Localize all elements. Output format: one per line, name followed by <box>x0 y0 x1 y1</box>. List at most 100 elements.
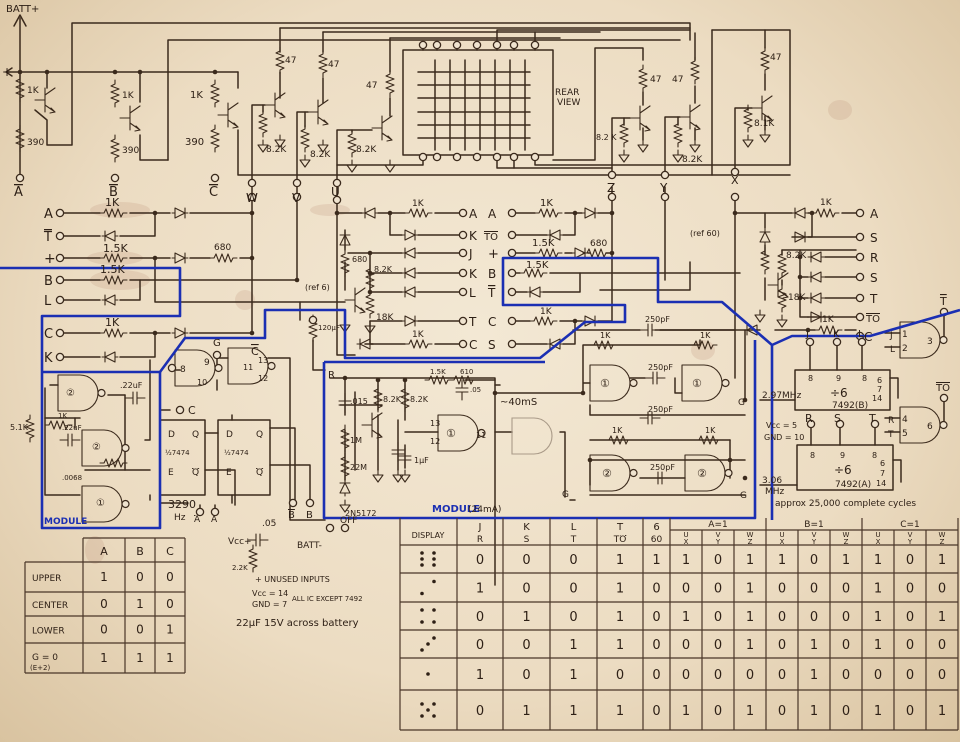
label: A <box>870 207 879 221</box>
label: Y <box>659 181 668 195</box>
wire <box>119 212 156 237</box>
resistor-1k <box>210 79 220 108</box>
label: 8 <box>862 374 867 383</box>
nand-gate <box>681 364 730 402</box>
table-cell: 1 <box>476 582 484 597</box>
label: ② <box>697 467 707 480</box>
label: 7 <box>877 385 882 394</box>
transistor <box>371 115 393 142</box>
wire <box>389 212 403 236</box>
wire <box>269 464 311 501</box>
resistor-8-2k <box>373 384 383 413</box>
faded-gate <box>511 417 553 455</box>
resistor-610 <box>449 375 478 385</box>
junction-dot <box>572 318 578 324</box>
label: S <box>870 231 878 245</box>
subcolumn-bottom: X <box>876 538 881 546</box>
diode <box>401 267 419 279</box>
display-pip <box>420 563 424 567</box>
table-cell: 0 <box>906 704 914 719</box>
resistor-8-2k <box>619 119 629 148</box>
components <box>15 40 949 573</box>
diode <box>101 351 119 363</box>
table-cell: 1 <box>746 610 754 625</box>
terminal <box>855 293 865 303</box>
table-cell: 1 <box>746 582 754 597</box>
table-cell: 0 <box>906 553 914 568</box>
label: Vcc = 5 <box>766 421 797 430</box>
wire <box>496 29 691 46</box>
label: REAR <box>555 88 579 98</box>
label: R <box>805 412 813 425</box>
wire <box>664 116 681 176</box>
display-pip <box>432 714 436 718</box>
table-cell: 1 <box>166 651 174 665</box>
wire <box>5 67 13 77</box>
label: 3.06 <box>762 476 782 486</box>
transistor <box>217 102 239 129</box>
table-cell: 1 <box>874 553 882 568</box>
table-cell: 1 <box>746 638 754 653</box>
label: 47 <box>366 81 377 91</box>
table-cell: 1 <box>778 553 786 568</box>
label: 13 <box>258 356 268 365</box>
resistor-18k <box>365 290 375 319</box>
stain <box>310 204 350 216</box>
diode <box>171 252 189 264</box>
label: T <box>868 412 876 425</box>
terminal <box>418 152 428 162</box>
table-cell: 1 <box>874 582 882 597</box>
terminal <box>730 192 740 202</box>
table-cell: 0 <box>136 623 144 637</box>
label: L <box>469 286 476 300</box>
terminal <box>210 173 220 183</box>
table-cell: 1 <box>746 704 754 719</box>
label: 8.2 K <box>596 133 617 142</box>
label: VIEW <box>557 98 580 108</box>
terminal <box>167 363 177 373</box>
label: S <box>834 412 841 425</box>
transistor <box>629 105 651 132</box>
wire <box>269 427 296 501</box>
label: 5 <box>902 429 908 439</box>
resistor-1k <box>604 435 633 445</box>
label: 8.2K <box>410 395 429 404</box>
label: 6 <box>927 422 933 432</box>
label: 47 <box>770 53 781 63</box>
ground-icon <box>742 134 754 148</box>
junction-dot <box>580 390 586 396</box>
label: U <box>331 185 340 199</box>
resistor-390 <box>210 124 220 153</box>
resistor-1-5k <box>424 375 453 385</box>
diode <box>339 479 351 497</box>
label: C <box>188 404 196 417</box>
wire <box>154 257 346 303</box>
display-pip <box>420 702 424 706</box>
wire <box>336 156 424 166</box>
label: V <box>292 191 301 205</box>
resistor-47 <box>638 64 648 93</box>
display-pip <box>420 648 424 652</box>
wire <box>889 377 899 399</box>
resistor-8-2k <box>347 129 357 158</box>
label: E <box>168 468 174 478</box>
label: 1K <box>540 198 553 209</box>
diode <box>759 228 771 246</box>
label: 47 <box>285 56 296 66</box>
column-header-top: T <box>616 522 624 533</box>
column-header-top: 6 <box>653 522 659 533</box>
terminal <box>458 208 468 218</box>
table-cell: 1 <box>569 704 577 719</box>
wire <box>892 459 902 483</box>
table-cell: 0 <box>842 610 850 625</box>
label: Q <box>192 468 199 478</box>
diode <box>581 207 599 219</box>
label: 3 <box>927 337 933 347</box>
table-cell: 1 <box>810 668 818 683</box>
terminal <box>507 248 517 258</box>
label: 22µF 15V across battery <box>236 618 359 629</box>
terminal <box>55 253 65 263</box>
label: TO <box>865 314 880 325</box>
label: 680 <box>590 239 607 249</box>
capacitor-22uf <box>59 433 81 447</box>
